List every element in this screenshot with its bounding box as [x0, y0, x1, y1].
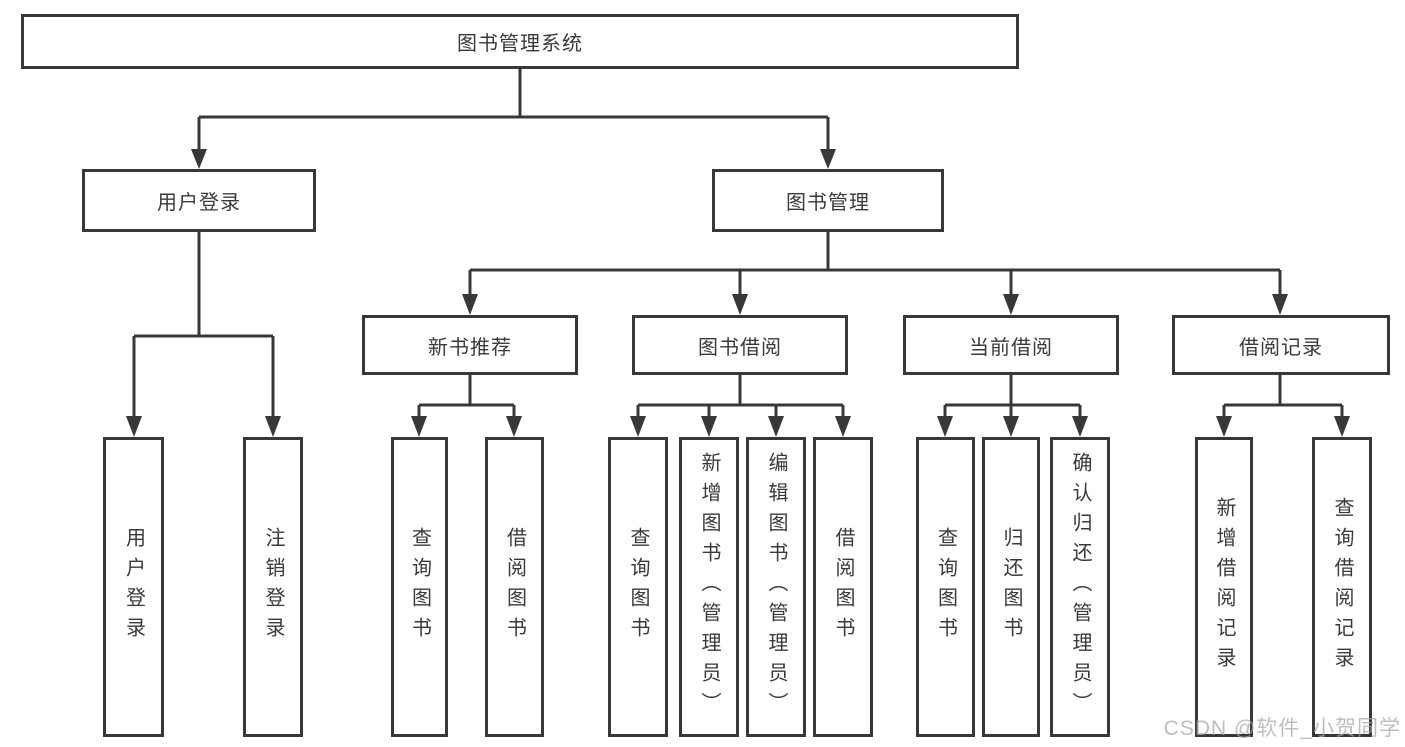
node-new-book-recommend: 新书推荐 — [362, 315, 578, 375]
node-leaf-query-record-label: 查询借阅记录 — [1331, 497, 1353, 677]
node-leaf-return-book-label: 归还图书 — [1000, 527, 1022, 647]
node-leaf-confirm-return: 确认归还（管理员） — [1050, 437, 1110, 737]
node-book-management: 图书管理 — [712, 169, 944, 232]
node-leaf-return-book: 归还图书 — [982, 437, 1040, 737]
node-current-borrow-label: 当前借阅 — [969, 336, 1053, 359]
node-leaf-query-book-1: 查询图书 — [391, 437, 448, 737]
node-user-login: 用户登录 — [82, 169, 316, 232]
node-user-login-label: 用户登录 — [157, 192, 241, 214]
node-leaf-add-record-label: 新增借阅记录 — [1213, 497, 1235, 677]
node-leaf-query-book-2: 查询图书 — [608, 437, 668, 737]
csdn-watermark: CSDN @软件_小贺同学 — [1163, 717, 1401, 740]
node-leaf-user-login: 用户登录 — [103, 437, 164, 737]
node-borrow-records-label: 借阅记录 — [1239, 336, 1323, 359]
arrowheads — [126, 149, 1350, 437]
node-book-borrow: 图书借阅 — [632, 315, 848, 375]
node-leaf-query-book-2-label: 查询图书 — [627, 527, 649, 647]
node-leaf-borrow-book-2: 借阅图书 — [813, 437, 873, 737]
node-current-borrow: 当前借阅 — [903, 315, 1119, 375]
node-leaf-add-record: 新增借阅记录 — [1195, 437, 1253, 737]
node-leaf-add-book-label: 新增图书（管理员） — [698, 452, 720, 722]
node-leaf-query-book-3-label: 查询图书 — [934, 527, 957, 647]
node-leaf-query-record: 查询借阅记录 — [1312, 437, 1372, 737]
node-book-management-label: 图书管理 — [786, 192, 870, 214]
node-leaf-query-book-1-label: 查询图书 — [408, 527, 431, 647]
node-new-book-recommend-label: 新书推荐 — [428, 336, 512, 359]
node-leaf-borrow-book-1: 借阅图书 — [485, 437, 544, 737]
node-library-system-label: 图书管理系统 — [457, 33, 583, 55]
node-book-borrow-label: 图书借阅 — [698, 336, 782, 359]
node-leaf-logout-label: 注销登录 — [262, 527, 284, 647]
node-borrow-records: 借阅记录 — [1172, 315, 1390, 375]
node-leaf-user-login-label: 用户登录 — [122, 527, 145, 647]
node-leaf-borrow-book-2-label: 借阅图书 — [832, 527, 854, 647]
node-leaf-query-book-3: 查询图书 — [916, 437, 975, 737]
node-leaf-logout: 注销登录 — [243, 437, 303, 737]
node-leaf-edit-book: 编辑图书（管理员） — [746, 437, 806, 737]
node-leaf-confirm-return-label: 确认归还（管理员） — [1069, 452, 1091, 722]
node-leaf-borrow-book-1-label: 借阅图书 — [503, 527, 526, 647]
node-leaf-add-book: 新增图书（管理员） — [679, 437, 739, 737]
node-library-system: 图书管理系统 — [21, 14, 1019, 69]
node-leaf-edit-book-label: 编辑图书（管理员） — [765, 452, 787, 722]
